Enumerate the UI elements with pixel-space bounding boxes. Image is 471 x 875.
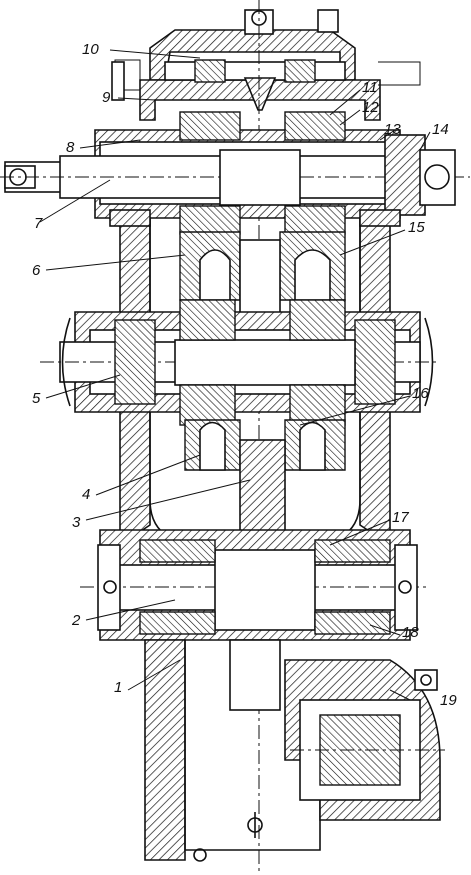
callout-11: 11	[362, 79, 378, 96]
callout-7: 7	[34, 215, 43, 232]
callout-16: 16	[412, 385, 429, 402]
output-shaft-assembly	[80, 529, 430, 641]
intermediate-shaft-assembly	[40, 299, 440, 426]
shift-fork	[164, 0, 346, 875]
callout-9: 9	[102, 89, 111, 106]
upper-gear-cluster	[179, 231, 346, 321]
callout-14: 14	[432, 121, 449, 138]
callout-15: 15	[408, 219, 425, 236]
callout-1: 1	[114, 679, 122, 696]
callout-5: 5	[32, 390, 41, 407]
callout-labels: 1 2 3 4 5 6 7 8 9 10 11 12 13 14 15 16 1…	[32, 41, 457, 709]
pto-unit	[284, 659, 445, 821]
callout-10: 10	[82, 41, 99, 58]
callout-3: 3	[72, 514, 81, 531]
callout-17: 17	[392, 509, 409, 526]
callout-8: 8	[66, 139, 75, 156]
lower-gear-cluster	[184, 419, 346, 541]
lower-housing	[144, 639, 321, 862]
callout-2: 2	[71, 612, 81, 629]
callout-13: 13	[384, 121, 401, 138]
callout-6: 6	[32, 262, 41, 279]
input-shaft-assembly	[0, 111, 470, 235]
callout-18: 18	[402, 624, 419, 641]
leader-lines	[39, 49, 431, 701]
callout-4: 4	[82, 486, 90, 503]
callout-19: 19	[440, 692, 457, 709]
callout-12: 12	[362, 99, 379, 116]
